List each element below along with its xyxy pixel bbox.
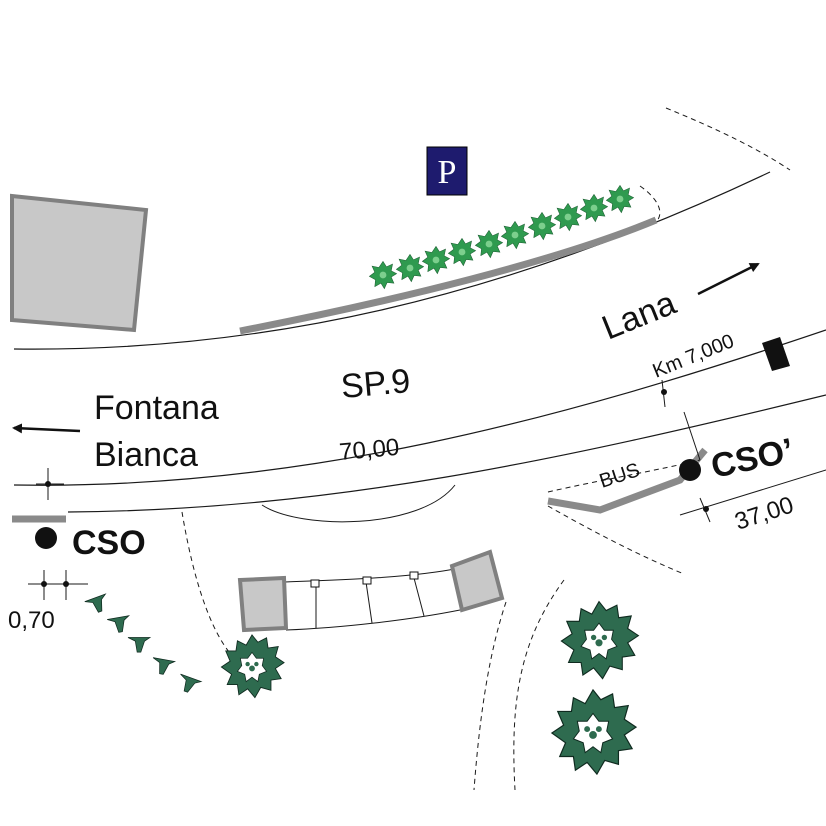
bus-stop-marker-icon [35, 527, 57, 549]
road-width-label: 70,00 [338, 434, 400, 466]
shrub-icon [501, 221, 529, 249]
dashed-edge-right [513, 579, 565, 791]
kiosk-left [237, 575, 289, 633]
shrub-icon [606, 185, 634, 213]
parking-sign-icon [426, 146, 468, 196]
traffic-island [261, 484, 456, 523]
platform-bottom [285, 609, 461, 631]
dim-point [63, 581, 69, 587]
shrub-icon [554, 203, 582, 231]
distance-label-left: 0,70 [8, 607, 55, 634]
direction-label-fontana: Fontana [94, 389, 219, 427]
shrub-icon [175, 673, 202, 696]
sidewalk-edge [67, 394, 826, 513]
shrub-icon [422, 246, 450, 274]
cso-label-right: CSO’ [708, 431, 797, 485]
direction-label-lana: Lana [597, 284, 681, 348]
direction-label-bianca: Bianca [94, 436, 198, 474]
shrub-icon [475, 230, 503, 258]
shrub-icon [150, 657, 176, 677]
bus-stop-marker-icon [679, 459, 701, 481]
dashed-bus-lower [547, 505, 685, 575]
dashed-parking-end [639, 185, 661, 223]
shrub-icon [580, 194, 608, 222]
parking-curb [239, 216, 658, 335]
shrub-icon [396, 254, 424, 282]
dim-point [703, 506, 709, 512]
road-name-label: SP.9 [339, 362, 411, 406]
direction-arrow-icon [12, 423, 81, 434]
dashed-edge-left [181, 511, 237, 661]
tree-icon [551, 689, 637, 775]
shrub-icon [84, 593, 111, 616]
shrub-icon [127, 637, 151, 653]
platform-top [283, 567, 461, 583]
dim-point [45, 481, 51, 487]
direction-arrow-icon [697, 262, 760, 296]
km-stone [762, 337, 790, 371]
platform-post [409, 571, 419, 580]
shrub-icon [369, 261, 397, 289]
platform-post [310, 579, 320, 588]
km-point [661, 389, 667, 395]
tree-icon [220, 634, 285, 699]
shrub-icon [106, 615, 132, 635]
road-edge-lower [13, 329, 826, 486]
bus-stop-leader [683, 411, 701, 461]
platform-divider [365, 581, 373, 624]
bus-label: BUS [597, 459, 643, 493]
distance-label-right: 37,00 [732, 491, 797, 535]
tree-icon [560, 600, 640, 680]
cso-label-left: CSO [72, 524, 146, 562]
dashed-edge-top [665, 107, 791, 171]
shrub-icon [448, 238, 476, 266]
dashed-bus-bay [547, 459, 701, 493]
parking-sign-letter: P [438, 154, 457, 191]
building-block [10, 193, 149, 333]
platform-post [362, 576, 372, 585]
dim-point [41, 581, 47, 587]
platform-divider [413, 577, 425, 617]
kiosk-right [449, 549, 505, 613]
km-label: Km 7,000 [650, 330, 738, 382]
dashed-edge-mid [473, 601, 507, 791]
shrub-icon [528, 212, 556, 240]
